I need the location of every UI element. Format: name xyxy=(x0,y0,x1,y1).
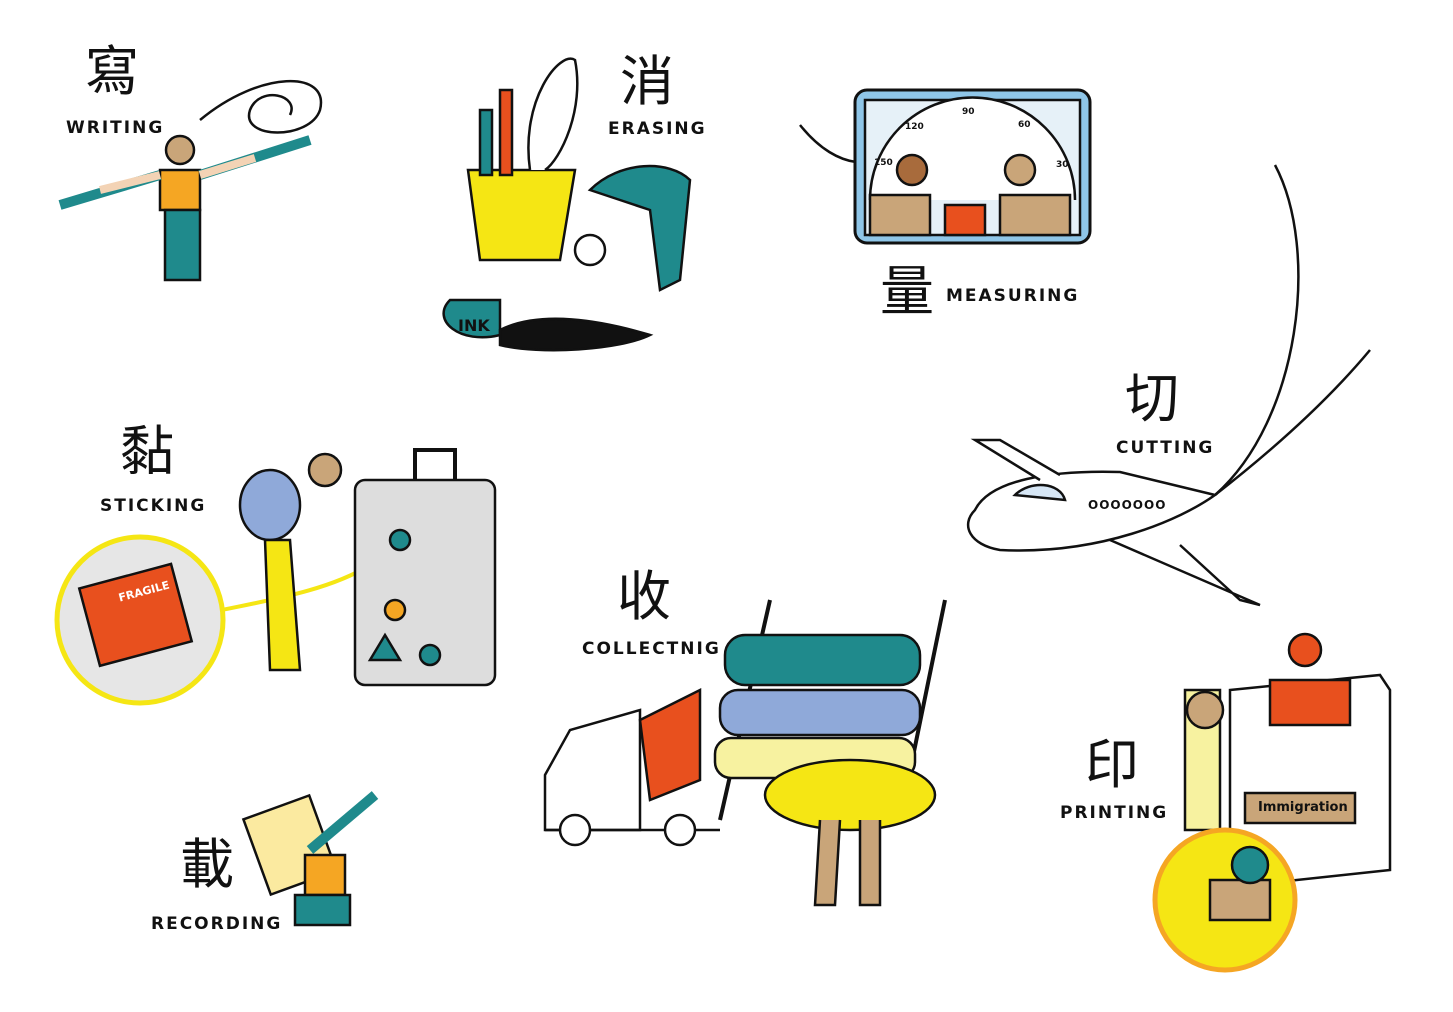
label-sticking: STICKING xyxy=(100,496,207,516)
kanji-collecting: 收 xyxy=(617,565,671,628)
kanji-recording: 載 xyxy=(180,833,234,896)
airplane-illustration xyxy=(966,164,1371,607)
sticking-illustration xyxy=(54,448,497,706)
kanji-writing: 寫 xyxy=(85,40,139,103)
kanji-measuring: 量 xyxy=(880,260,934,323)
plane-windows: OOOOOOO xyxy=(1088,498,1167,512)
label-erasing: ERASING xyxy=(608,119,707,139)
kanji-erasing: 消 xyxy=(620,50,674,113)
protractor-mark-120: 120 xyxy=(905,122,924,132)
label-writing: WRITING xyxy=(66,118,165,138)
label-collecting: COLLECTNIG xyxy=(582,639,721,659)
label-printing: PRINTING xyxy=(1060,803,1169,823)
cockpit-illustration xyxy=(799,88,1092,245)
label-recording: RECORDING xyxy=(151,914,283,934)
erasing-illustration xyxy=(442,57,692,352)
protractor-mark-30: 30 xyxy=(1056,160,1069,170)
protractor-mark-150: 150 xyxy=(874,158,893,168)
immigration-desk-illustration xyxy=(1152,632,1392,973)
kanji-cutting: 切 xyxy=(1125,367,1179,430)
label-cutting: CUTTING xyxy=(1116,438,1215,458)
kanji-printing: 印 xyxy=(1085,733,1139,796)
recording-illustration xyxy=(241,791,379,927)
writing-person-illustration xyxy=(58,80,323,282)
label-measuring: MEASURING xyxy=(946,286,1080,306)
baggage-cart-illustration xyxy=(543,599,947,907)
ink-bottle-label: INK xyxy=(458,316,490,335)
protractor-mark-60: 60 xyxy=(1018,120,1031,130)
kanji-sticking: 黏 xyxy=(120,420,174,483)
protractor-mark-90: 90 xyxy=(962,107,975,117)
immigration-sign: Immigration xyxy=(1258,800,1348,815)
